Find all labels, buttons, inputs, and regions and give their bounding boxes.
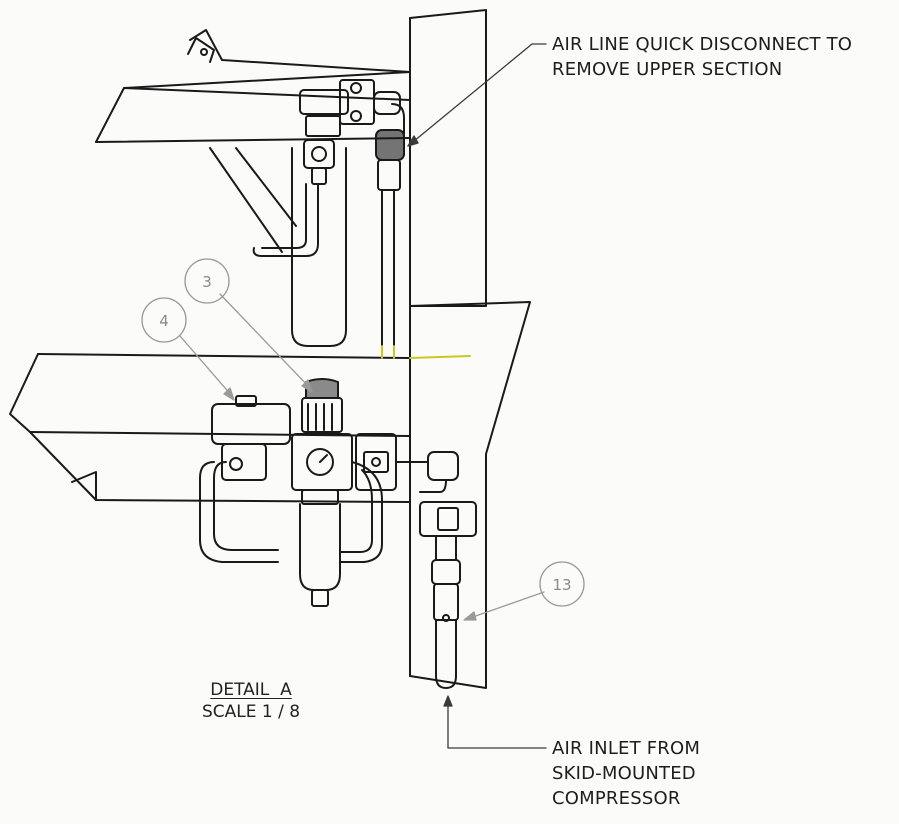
inlet-leader	[447, 703, 547, 749]
bypass-hose	[199, 461, 383, 563]
upper-fittings	[252, 79, 405, 347]
regulator	[291, 378, 353, 607]
balloon-13-leader	[469, 591, 545, 619]
leader-lines	[179, 43, 547, 749]
upper-frame	[95, 29, 411, 253]
lower-frame	[9, 301, 531, 503]
lubricator	[355, 433, 459, 493]
balloon-3: 3	[184, 258, 230, 304]
quick-disconnect-callout: AIR LINE QUICK DISCONNECT TO REMOVE UPPE…	[552, 32, 852, 82]
balloon-4-label: 4	[159, 312, 169, 330]
detail-title-block: DETAIL A SCALE 1 / 8	[186, 680, 316, 722]
balloon-13: 13	[539, 561, 585, 607]
balloon-4: 4	[141, 297, 187, 343]
balloon-3-label: 3	[202, 273, 212, 291]
balloon-4-leader	[179, 335, 233, 397]
quick-disconnect-leader	[407, 43, 547, 147]
quick-disconnect-line-1: AIR LINE QUICK DISCONNECT TO	[552, 34, 853, 55]
upper-tank	[291, 147, 347, 347]
air-inlet-line-2: SKID-MOUNTED	[552, 763, 696, 784]
quick-disconnect-line-2: REMOVE UPPER SECTION	[552, 59, 783, 80]
inlet-fittings	[419, 501, 477, 689]
air-inlet-callout: AIR INLET FROM SKID-MOUNTED COMPRESSOR	[552, 736, 700, 811]
balloon-3-leader	[219, 293, 311, 389]
balloon-13-label: 13	[552, 576, 571, 594]
detail-title: DETAIL A	[210, 680, 292, 700]
air-inlet-line-3: COMPRESSOR	[552, 788, 681, 809]
detail-scale: SCALE 1 / 8	[201, 702, 301, 722]
solenoid-valve	[211, 395, 291, 481]
air-inlet-line-1: AIR INLET FROM	[552, 738, 701, 759]
vertical-post	[409, 9, 487, 689]
